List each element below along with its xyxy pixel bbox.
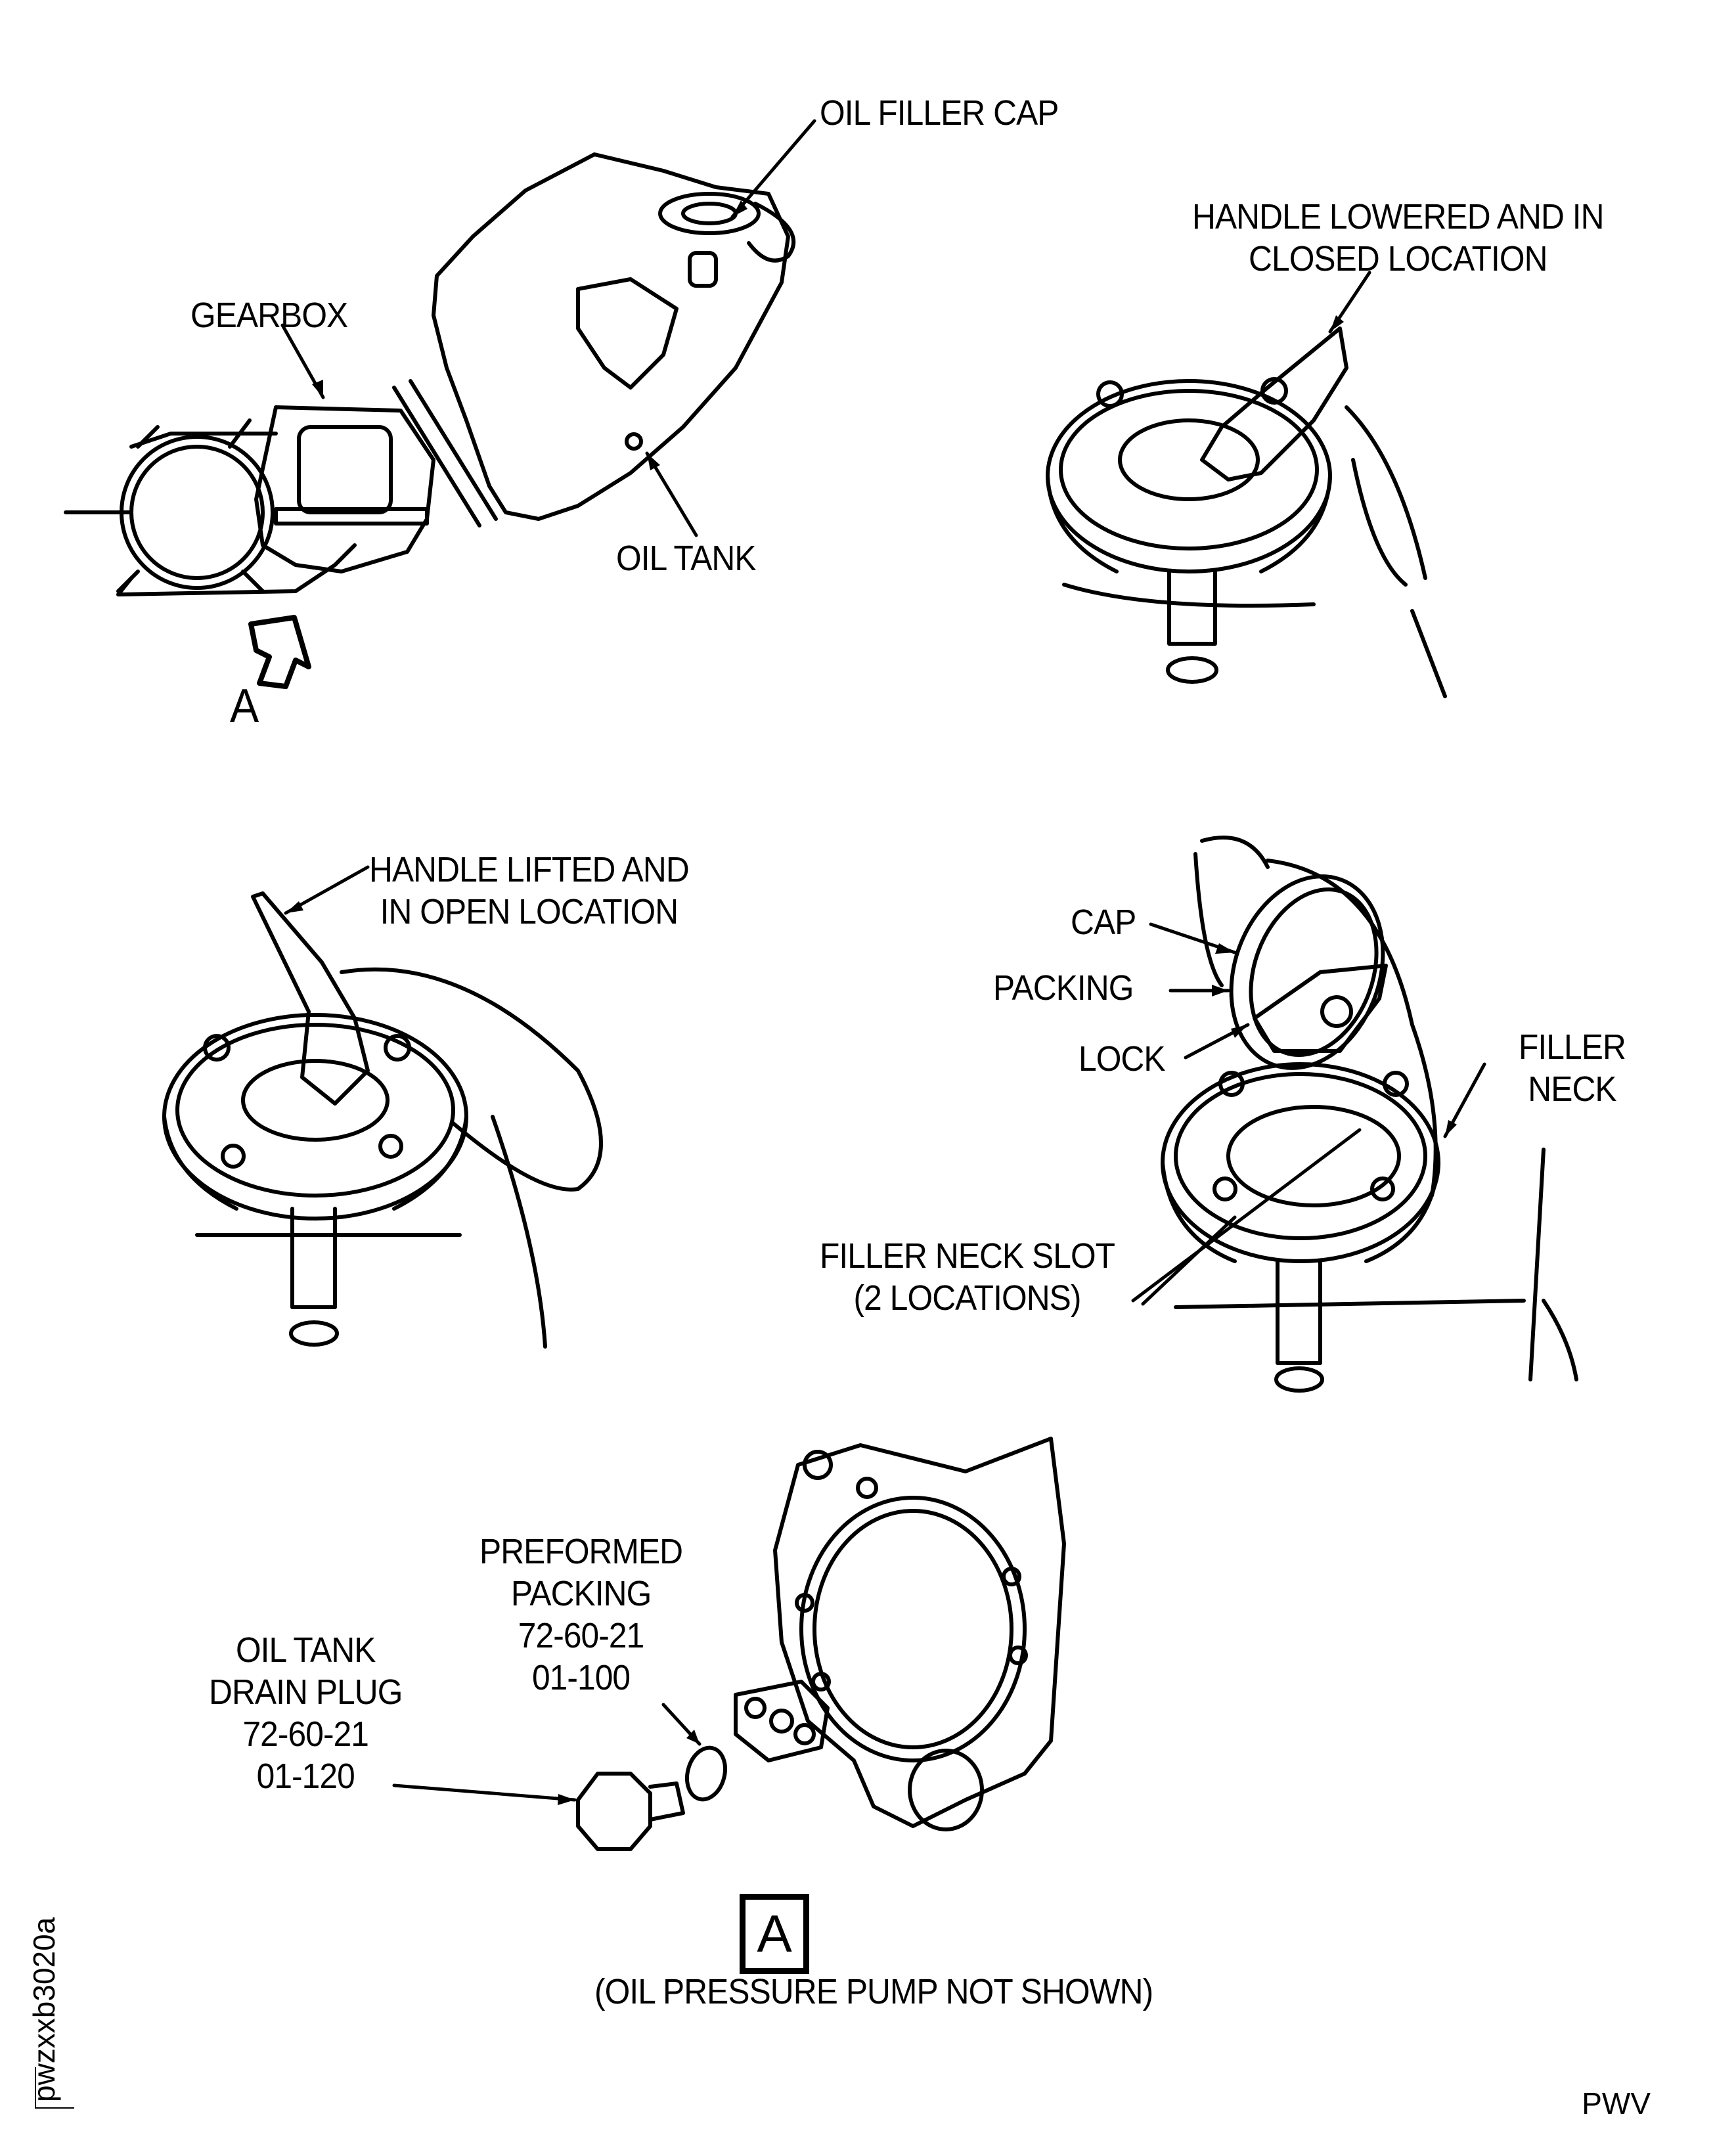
label-gearbox: GEARBOX: [190, 294, 348, 336]
view-a-note: (OIL PRESSURE PUMP NOT SHOWN): [594, 1971, 1153, 2013]
label-cap: CAP: [1071, 901, 1136, 943]
label-text: LOCK: [1079, 1039, 1166, 1079]
view-a-box-letter: A: [757, 1904, 792, 1963]
footer-code: PWV: [1582, 2086, 1651, 2120]
closed-handle: [1200, 326, 1348, 482]
label-line: 01-100: [531, 1658, 631, 1697]
label-line: IN OPEN LOCATION: [380, 892, 679, 931]
label-line: PREFORMED: [479, 1532, 683, 1571]
label-text: OIL FILLER CAP: [820, 93, 1059, 133]
label-line: (2 LOCATIONS): [853, 1278, 1082, 1318]
preformed-packing-ring: [685, 1745, 727, 1802]
cap-disc: [1229, 874, 1385, 1070]
label-text: (OIL PRESSURE PUMP NOT SHOWN): [594, 1972, 1153, 2011]
filler-neck-slot-leader-1: [1131, 1128, 1362, 1303]
figure-id-bracket: [35, 2067, 74, 2109]
filler-cap-top: [658, 192, 761, 235]
view-a-reference: A: [230, 680, 259, 732]
drain-plug: [576, 1772, 652, 1851]
label-line: 72-60-21: [518, 1616, 644, 1655]
label-line: OIL TANK: [235, 1630, 376, 1670]
label-line: 01-120: [256, 1757, 355, 1796]
label-line: HANDLE LOWERED AND IN: [1192, 197, 1605, 236]
label-line: NECK: [1528, 1069, 1616, 1109]
drain-plug-leader: [392, 1783, 577, 1802]
label-text: A: [230, 680, 259, 732]
label-line: DRAIN PLUG: [209, 1672, 403, 1712]
handle-closed-illustration: [1046, 271, 1447, 698]
view-a-arrow: [248, 615, 311, 689]
label-oil-filler-cap: OIL FILLER CAP: [820, 92, 1059, 134]
label-text: OIL TANK: [616, 539, 757, 578]
label-line: PACKING: [510, 1574, 652, 1613]
gearbox-shape: [254, 405, 435, 573]
label-line: FILLER NECK SLOT: [820, 1236, 1115, 1276]
label-packing: PACKING: [993, 967, 1134, 1009]
accessory-circle: [129, 445, 265, 580]
label-text: CAP: [1071, 903, 1136, 942]
oil-filler-cap-leader: [730, 119, 816, 219]
view-a-illustration: [392, 1437, 1066, 1851]
label-preformed-packing: PREFORMED PACKING 72-60-21 01-100: [479, 1531, 683, 1699]
open-handle: [251, 891, 370, 1106]
label-line: HANDLE LIFTED AND: [369, 850, 690, 889]
label-oil-tank: OIL TANK: [616, 537, 757, 579]
label-line: FILLER: [1519, 1027, 1626, 1067]
oil-tank-shape: [432, 152, 790, 521]
label-lock: LOCK: [1079, 1038, 1166, 1080]
label-handle-lowered: HANDLE LOWERED AND IN CLOSED LOCATION: [1192, 196, 1605, 280]
view-a-box: A: [740, 1894, 809, 1974]
figure-id: pwzxxb3020a: [27, 1917, 61, 2102]
cap-removed-illustration: [1131, 836, 1578, 1393]
engine-overview-illustration: [64, 119, 816, 689]
label-handle-lifted: HANDLE LIFTED AND IN OPEN LOCATION: [369, 849, 690, 933]
gearbox-housing: [773, 1437, 1066, 1828]
label-drain-plug: OIL TANK DRAIN PLUG 72-60-21 01-120: [209, 1629, 403, 1797]
label-line: CLOSED LOCATION: [1249, 239, 1548, 279]
oil-tank-port: [625, 432, 643, 451]
label-line: 72-60-21: [242, 1714, 368, 1754]
filler-neck-slot-leader-2: [1141, 1215, 1237, 1306]
label-filler-neck: FILLER NECK: [1519, 1026, 1626, 1110]
oil-tank-window: [576, 277, 679, 390]
handle-open-illustration: [162, 865, 603, 1349]
label-text: GEARBOX: [190, 296, 348, 335]
label-text: PACKING: [993, 968, 1134, 1008]
label-filler-neck-slot: FILLER NECK SLOT (2 LOCATIONS): [820, 1235, 1115, 1319]
